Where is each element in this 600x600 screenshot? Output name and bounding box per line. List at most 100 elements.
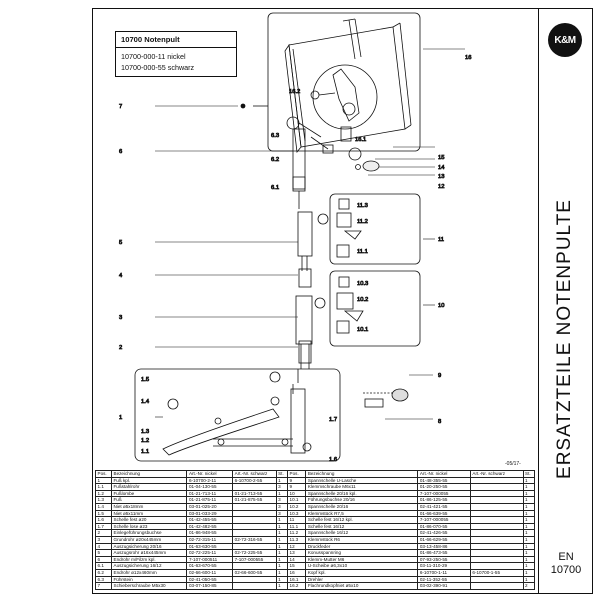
table-cell: 1: [522, 496, 535, 504]
table-cell: Schelle fest ø20: [110, 516, 188, 524]
parts-list-table: Pos. Bezeichnung Art.-Nr. nickel Art.-Nr…: [95, 470, 535, 590]
table-cell: Schelle lose ø23: [110, 522, 188, 531]
table-cell: Klemmschraube M6x11: [305, 483, 419, 491]
table-cell: Flachrundkopfniet ø5x10: [305, 582, 419, 590]
table-cell: Konusspannring: [305, 549, 419, 557]
table-cell: 02-72-225-11: [186, 549, 234, 557]
table-cell: 7-107-000511: [186, 555, 234, 564]
table-cell: 01-66-629-55: [417, 535, 471, 544]
table-cell: 1.7: [95, 522, 112, 531]
table-cell: Auszugsicherung 20/16: [110, 542, 188, 551]
table-cell: 11.2: [287, 529, 307, 537]
clamp-10: [295, 276, 364, 345]
callout-1-4: 1.4: [141, 399, 150, 405]
callout-12: 12: [438, 184, 444, 190]
table-cell: 3: [275, 502, 289, 511]
table-cell: 01-86-948-55: [186, 529, 234, 537]
table-cell: 11.1: [287, 522, 307, 531]
table-cell: 1: [275, 516, 289, 524]
callout-16: 16: [465, 55, 471, 61]
callout-1-2: 1.2: [141, 438, 149, 444]
table-cell: 1: [275, 582, 289, 590]
table-cell: [232, 502, 277, 511]
table-cell: 07-93-250-55: [417, 555, 471, 564]
table-cell: 10: [287, 489, 307, 498]
table-cell: Druckfeder: [305, 542, 419, 551]
table-cell: [469, 555, 524, 564]
table-cell: 1.3: [95, 496, 112, 504]
variant-list: 10700-000-11 nickel 10700-000-55 schwarz: [115, 48, 237, 77]
callout-2: 2: [119, 345, 122, 351]
table-cell: 16: [287, 568, 307, 577]
table-cell: 7-107-000055: [417, 516, 471, 524]
col-art-black: Art.-Nr. schwarz: [232, 470, 277, 478]
table-cell: 3: [275, 496, 289, 504]
table-cell: Klemmstück R7,5: [305, 509, 419, 518]
table-cell: [232, 509, 277, 518]
table-cell: 01-42-482-55: [186, 522, 234, 531]
callout-4: 4: [119, 273, 123, 279]
table-cell: 1: [275, 476, 289, 485]
table-cell: 1: [275, 535, 289, 544]
table-cell: [469, 496, 524, 504]
callout-6-2: 6.2: [271, 157, 279, 163]
table-cell: Fuß kpl.: [110, 476, 188, 485]
callout-6-1: 6.1: [271, 185, 279, 191]
table-cell: [232, 529, 277, 537]
callout-5: 5: [119, 240, 122, 246]
table-cell: 1: [275, 555, 289, 564]
table-cell: 1: [522, 575, 535, 584]
table-cell: Spannschelle U-Lasche: [305, 476, 419, 485]
table-cell: 1.2: [95, 489, 112, 498]
col-art-black-2: Art.-Nr. schwarz: [469, 470, 524, 478]
col-art-nickel: Art.-Nr. nickel: [186, 470, 234, 478]
callout-1-3: 1.3: [141, 429, 149, 435]
callout-1-5: 1.5: [141, 377, 149, 383]
table-cell: Endrohr ø12x460mm: [110, 568, 188, 577]
leader-lines: [155, 48, 465, 420]
table-cell: 03-13-458-86: [417, 542, 471, 551]
table-cell: [469, 502, 524, 511]
km-logo: K&M: [548, 23, 582, 57]
table-cell: 9: [287, 476, 307, 485]
table-cell: Auszugsrohr ø16x445mm: [110, 549, 188, 557]
drawing-reference: -05/17-: [505, 461, 521, 467]
clamp-screw: [310, 136, 334, 154]
clamp-10-box: [329, 270, 421, 347]
table-cell: 1.6: [95, 516, 112, 524]
callout-6-3: 6.3: [271, 133, 279, 139]
knob-screw: [363, 388, 409, 408]
table-cell: [469, 529, 524, 537]
table-cell: 1: [275, 529, 289, 537]
table-cell: Schelle fest 16/12: [305, 522, 419, 531]
table-cell: 1: [275, 522, 289, 531]
clamp-11-box: [329, 193, 421, 265]
table-cell: Schelle fest 16/12 kpl.: [305, 516, 419, 524]
table-cell: 03-11-310-29: [417, 562, 471, 570]
table-cell: 1.4: [95, 502, 112, 511]
table-cell: Führstein: [110, 575, 188, 584]
table-cell: [232, 483, 277, 491]
table-cell: 01-86-070-55: [417, 522, 471, 531]
table-cell: 1: [522, 568, 535, 577]
table-cell: 02-72-315-11: [186, 535, 234, 544]
col-qty-2: St.: [522, 470, 535, 478]
table-cell: [469, 542, 524, 551]
table-cell: 6-10700-1-55: [469, 568, 524, 577]
table-cell: 6.3: [95, 575, 112, 584]
table-cell: 3: [275, 509, 289, 518]
callout-10: 10: [438, 303, 444, 309]
table-cell: 02-72-225-55: [232, 549, 277, 557]
callout-11-2: 11.2: [357, 219, 368, 225]
table-cell: 2: [95, 529, 112, 537]
table-cell: [469, 562, 524, 570]
